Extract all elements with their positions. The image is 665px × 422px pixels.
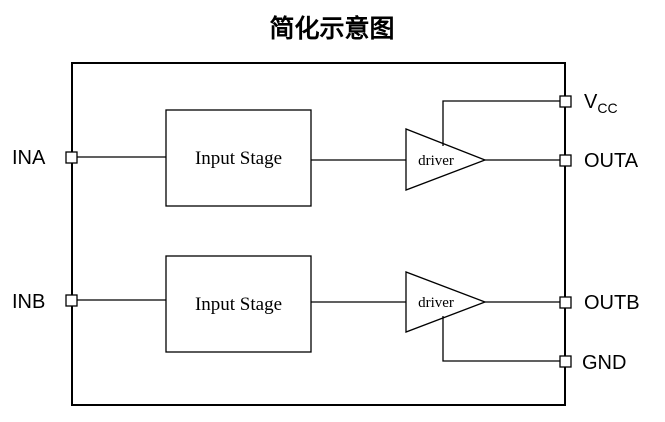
inb-pin (65, 294, 78, 307)
outa-pin (559, 154, 572, 167)
vcc-wire (442, 100, 561, 146)
inb-label: INB (12, 291, 45, 313)
input-stage-a-label: Input Stage (195, 148, 282, 169)
outb-label: OUTB (584, 292, 640, 314)
vcc-pin (559, 95, 572, 108)
driver-a-label: driver (418, 153, 454, 169)
ina-label: INA (12, 147, 46, 169)
input-stage-a-block (165, 109, 312, 207)
input-stage-b-label: Input Stage (195, 294, 282, 315)
vcc-label-subscript: CC (597, 100, 617, 116)
vcc-label: VCC (584, 91, 618, 116)
diagram-title: 简化示意图 (269, 14, 394, 43)
gnd-wire (442, 316, 561, 362)
ina-pin (65, 151, 78, 164)
gnd-label: GND (582, 352, 626, 374)
gnd-pin (559, 355, 572, 368)
vcc-label-main: V (584, 91, 598, 113)
outb-pin (559, 296, 572, 309)
driver-b-label: driver (418, 295, 454, 311)
input-stage-b-block (165, 255, 312, 353)
chip-outline (71, 62, 566, 406)
outa-label: OUTA (584, 150, 639, 172)
